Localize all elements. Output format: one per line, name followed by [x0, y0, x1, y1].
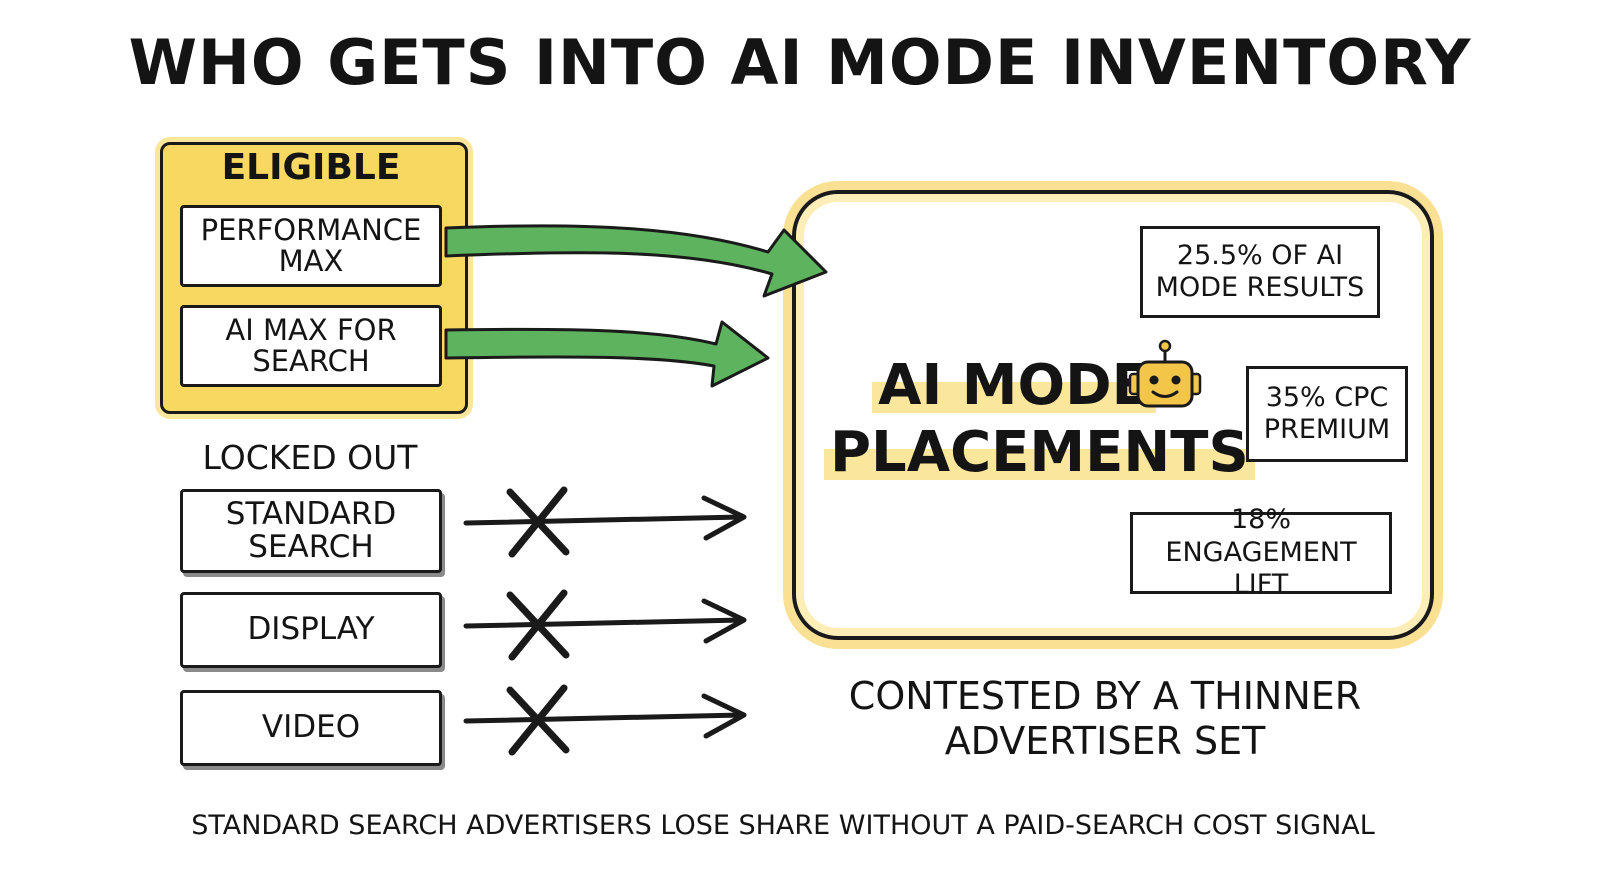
box-performance-max-line1: PERFORMANCE [200, 212, 422, 247]
box-standard-search-line1: STANDARD [225, 495, 397, 532]
placements-title-line1: AI MODE [872, 353, 1156, 418]
box-ai-max-line2: SEARCH [252, 344, 370, 378]
contested-caption: CONTESTED BY A THINNER ADVERTISER SET [820, 674, 1390, 764]
box-standard-search-line2: SEARCH [248, 529, 374, 565]
cross-icon [506, 684, 570, 756]
box-display-label: DISPLAY [247, 611, 375, 648]
footer-note: STANDARD SEARCH ADVERTISERS LOSE SHARE W… [191, 810, 1375, 841]
box-display: DISPLAY [180, 592, 442, 668]
arrow-ai-max-to-panel [444, 320, 770, 388]
cross-icon [506, 486, 570, 558]
diagram-title: WHO GETS INTO AI MODE INVENTORY [128, 26, 1472, 99]
box-ai-max-for-search: AI MAX FOR SEARCH [180, 305, 442, 387]
contested-line1: CONTESTED BY A THINNER [848, 674, 1362, 718]
arrow-performance-max-to-panel [444, 224, 828, 298]
contested-line2: ADVERTISER SET [944, 718, 1266, 763]
locked-out-label: LOCKED OUT [202, 438, 418, 477]
blocked-arrow-standard-search [463, 495, 747, 541]
placements-title-line2: PLACEMENTS [824, 420, 1255, 486]
box-standard-search: STANDARD SEARCH [180, 489, 442, 573]
blocked-arrow-display [463, 598, 747, 644]
stat-engagement-lift-line1: 18% ENGAGEMENT [1165, 504, 1357, 568]
stat-cpc-premium-line2: PREMIUM [1263, 414, 1391, 445]
stat-cpc-premium-line1: 35% CPC [1265, 381, 1389, 413]
stat-ai-mode-results-line2: MODE RESULTS [1155, 272, 1365, 303]
stat-engagement-lift: 18% ENGAGEMENT LIFT [1130, 504, 1392, 600]
placements-title: AI MODE PLACEMENTS [824, 352, 1255, 486]
blocked-arrow-video [463, 693, 747, 739]
stat-engagement-lift-line2: LIFT [1233, 569, 1289, 601]
box-ai-max-line1: AI MAX FOR [225, 312, 397, 347]
box-performance-max: PERFORMANCE MAX [180, 205, 442, 287]
box-performance-max-line2: MAX [278, 244, 344, 278]
cross-icon [506, 589, 570, 661]
box-video: VIDEO [180, 690, 442, 766]
stat-ai-mode-results: 25.5% OF AI MODE RESULTS [1140, 226, 1380, 318]
ai-mode-placements-panel [792, 190, 1434, 640]
stat-ai-mode-results-line1: 25.5% OF AI [1176, 239, 1344, 271]
eligible-label: ELIGIBLE [221, 147, 401, 188]
stat-cpc-premium: 35% CPC PREMIUM [1246, 366, 1408, 462]
robot-icon [1128, 339, 1202, 408]
box-video-label: VIDEO [261, 709, 361, 746]
